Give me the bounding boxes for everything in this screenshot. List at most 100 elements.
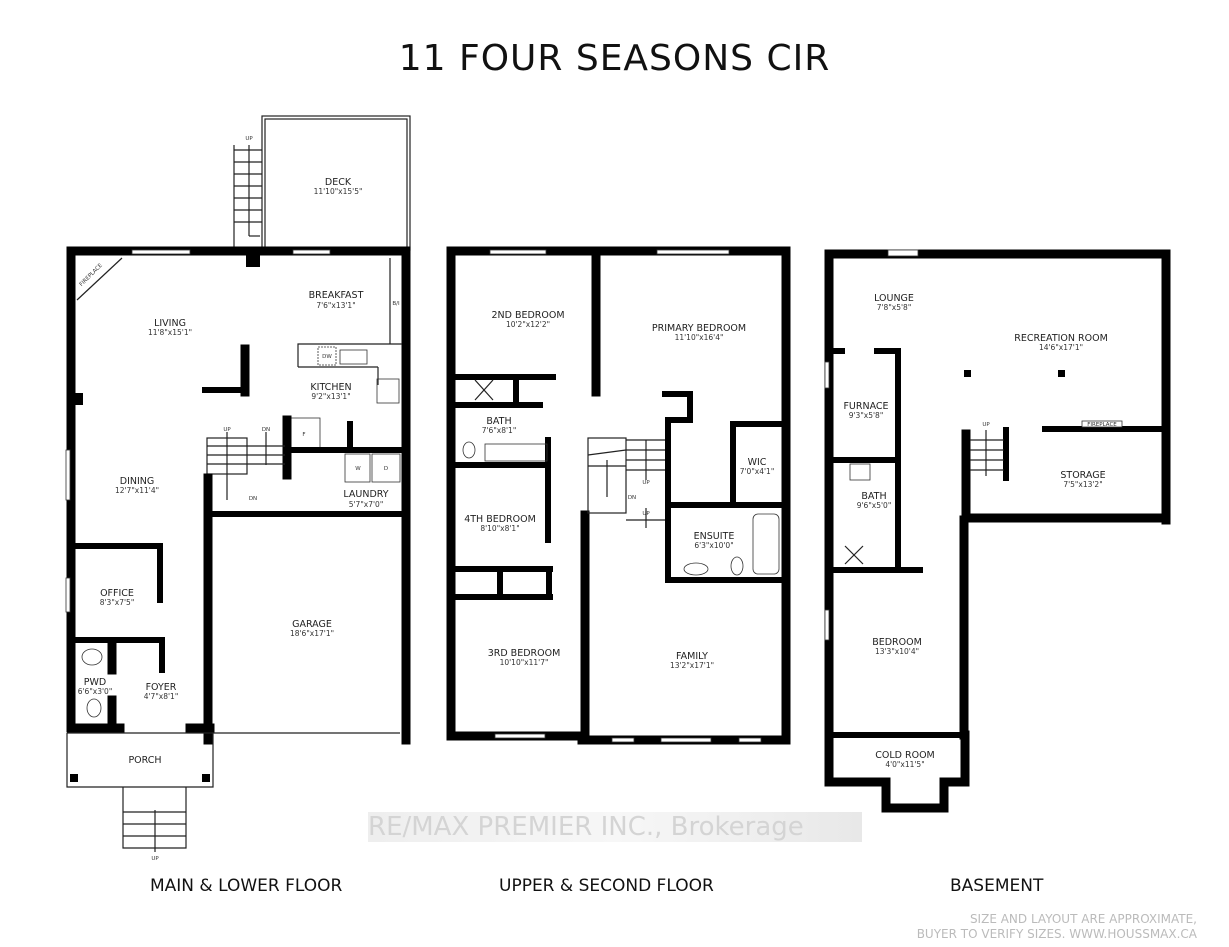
room-label: 9'6"x5'0": [857, 501, 892, 510]
window: [738, 737, 762, 743]
main-exterior-wall: [66, 246, 411, 745]
room-label: 7'5"x13'2": [1063, 480, 1102, 489]
window: [887, 249, 919, 257]
room-label: PRIMARY BEDROOM: [652, 323, 746, 334]
main-floor-plan: FIREPLACE B/I DW F W D UP DN DN: [65, 115, 411, 862]
window: [65, 449, 71, 501]
main-stairs: UP DN DN: [206, 427, 285, 502]
room-label: 13'3"x10'4": [875, 647, 919, 656]
room-label: 7'0"x4'1": [740, 467, 775, 476]
stairs-down-label: DN: [262, 427, 270, 433]
fireplace-label: FIREPLACE: [79, 262, 105, 288]
room-label: 7'8"x5'8": [877, 303, 912, 312]
kitchen-counter: [297, 343, 402, 367]
room-label: 6'3"x10'0": [694, 541, 733, 550]
room-label: 11'10"x16'4": [675, 333, 724, 342]
room-label: BEDROOM: [872, 637, 922, 648]
window: [494, 733, 546, 739]
ensuite-sink: [683, 562, 709, 576]
porch-outline: [66, 732, 214, 788]
room-label: WIC: [748, 457, 767, 468]
pwd-sink: [81, 648, 103, 666]
room-label: ENSUITE: [694, 531, 735, 542]
room-label: 12'7"x11'4": [115, 486, 159, 495]
ensuite-tub: [752, 513, 780, 575]
room-label: 14'6"x17'1": [1039, 343, 1083, 352]
fireplace: [1081, 420, 1123, 428]
room-label: PWD: [84, 677, 106, 688]
bath-vanity: [484, 443, 548, 462]
window: [292, 249, 331, 255]
room-label: 10'2"x12'2": [506, 320, 550, 329]
deck-stairs: [233, 145, 262, 250]
dryer-label: D: [384, 466, 388, 472]
stove: [376, 378, 400, 404]
room-label: FAMILY: [676, 651, 708, 662]
room-label: 5'7"x7'0": [349, 500, 384, 509]
disclaimer-line-2: BUYER TO VERIFY SIZES. WWW.HOUSSMAX.CA: [916, 927, 1197, 941]
room-label: 13'2"x17'1": [670, 661, 714, 670]
basement-plan: FIREPLACE UP: [824, 249, 1171, 813]
room-label: 11'10"x15'5": [314, 187, 363, 196]
room-label: 8'3"x7'5": [100, 598, 135, 607]
stairs-up-label: UP: [982, 422, 990, 428]
room-label: 2ND BEDROOM: [491, 310, 564, 321]
window: [611, 737, 635, 743]
window: [131, 249, 191, 255]
disclaimer: SIZE AND LAYOUT ARE APPROXIMATE, BUYER T…: [917, 912, 1197, 942]
room-label: BATH: [861, 491, 886, 502]
stairs-up-label: UP: [223, 427, 231, 433]
room-label: STORAGE: [1060, 470, 1105, 481]
room-label: 7'6"x8'1": [482, 426, 517, 435]
washer: [344, 453, 371, 483]
room-label: 9'3"x5'8": [849, 411, 884, 420]
room-label: 3RD BEDROOM: [488, 648, 561, 659]
bath-sink: [849, 463, 871, 481]
ensuite-toilet: [730, 556, 744, 576]
washer-label: W: [355, 466, 361, 472]
deck-up-label: UP: [245, 136, 253, 142]
window: [489, 249, 547, 255]
room-label: LAUNDRY: [343, 489, 388, 500]
dishwasher: [317, 346, 337, 366]
room-label: GARAGE: [292, 619, 332, 630]
room-label: FURNACE: [843, 401, 888, 412]
fireplace-label: FIREPLACE: [1087, 422, 1117, 428]
bath-toilet: [462, 441, 476, 459]
dryer: [371, 453, 401, 483]
room-label: FOYER: [146, 682, 177, 693]
floor-label-upper: UPPER & SECOND FLOOR: [499, 876, 714, 896]
stairs-down-label: DN: [628, 495, 636, 501]
floor-label-main: MAIN & LOWER FLOOR: [150, 876, 343, 896]
room-label: 4TH BEDROOM: [464, 514, 536, 525]
room-label: BATH: [486, 416, 511, 427]
upper-stairs: UP DN UP: [587, 437, 665, 528]
window: [660, 737, 712, 743]
room-label: 4'7"x8'1": [144, 692, 179, 701]
room-label: PORCH: [128, 755, 161, 766]
basement-stairs: UP: [970, 422, 1004, 476]
kitchen-sink: [339, 349, 368, 365]
stairs-up-label: UP: [642, 511, 650, 517]
room-label: 7'6"x13'1": [316, 301, 355, 310]
window: [824, 361, 830, 389]
room-label: 18'6"x17'1": [290, 629, 334, 638]
floor-label-basement: BASEMENT: [950, 876, 1044, 896]
room-label: KITCHEN: [310, 382, 351, 393]
window: [824, 609, 830, 641]
room-label: OFFICE: [100, 588, 134, 599]
room-label: 9'2"x13'1": [311, 392, 350, 401]
window: [65, 577, 71, 613]
stairs-up-label: UP: [642, 480, 650, 486]
room-label: COLD ROOM: [875, 750, 935, 761]
room-label: 8'10"x8'1": [480, 524, 519, 533]
window: [656, 249, 730, 255]
upper-floor-plan: UP DN UP: [446, 246, 791, 745]
brokerage-watermark: RE/MAX PREMIER INC., Brokerage: [368, 812, 862, 842]
builtin-label: B/I: [392, 301, 400, 307]
room-label: 10'10"x11'7": [500, 658, 549, 667]
room-label: DECK: [325, 177, 352, 188]
fireplace: [76, 257, 123, 301]
